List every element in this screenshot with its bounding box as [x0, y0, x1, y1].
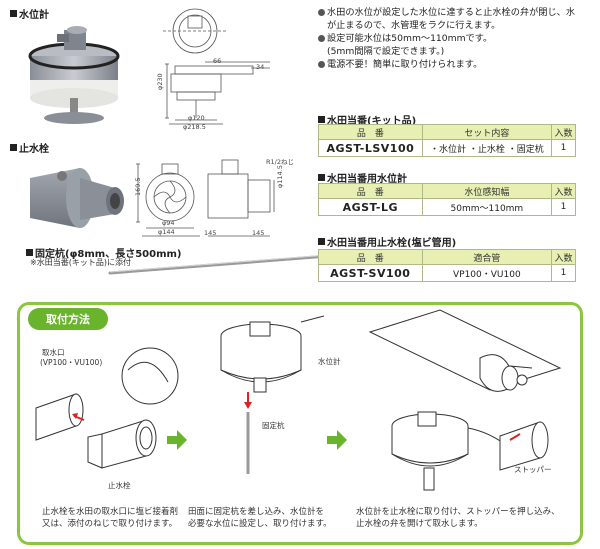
step3-caption: 水位計を止水栓に取り付け、ストッパーを押し込み、 止水栓の弁を開けて取水します。 — [356, 507, 560, 529]
valve-label: 止水栓 — [108, 481, 131, 490]
table-title-kit: 水田当番(キット品) — [318, 112, 416, 127]
table-row: AGST-SV100 VP100・VU100 1 — [318, 264, 576, 282]
water-meter-drawing — [163, 8, 270, 125]
col-header: 品 番 — [318, 249, 423, 265]
bullet-dot-icon — [318, 9, 325, 16]
stopper-label: ストッパー — [514, 465, 552, 474]
next-arrow-icon — [327, 430, 347, 450]
stake-label: 固定杭 — [262, 421, 285, 430]
dim-120: φ120 — [188, 114, 205, 122]
install-title: 取付方法 — [28, 308, 108, 330]
stop-valve-drawing — [136, 159, 275, 237]
table-title-meter: 水田当番用水位計 — [318, 170, 407, 185]
table-row: AGST-LSV100 ・水位計 ・止水栓 ・固定杭 1 — [318, 139, 576, 157]
bullet-dot-icon — [318, 35, 325, 42]
col-header: 入数 — [551, 124, 576, 140]
square-bullet-icon — [10, 144, 17, 151]
meter-table: 品 番 水位感知幅 入数 AGST-LG 50mm～110mm 1 — [318, 183, 576, 216]
col-header: 品 番 — [318, 183, 423, 199]
square-bullet-icon — [318, 238, 325, 245]
dim-66: 66 — [213, 57, 222, 65]
square-bullet-icon — [318, 174, 325, 181]
outlet-sub-label: (VP100・VU100) — [40, 358, 103, 367]
section-stake: 固定杭(φ8mm、長さ500mm) — [26, 245, 181, 260]
square-bullet-icon — [318, 116, 325, 123]
bullet-item: 水田の水位が設定した水位に達すると止水栓の弁が閉じ、水 — [318, 6, 593, 19]
stop-valve-photo — [30, 168, 124, 228]
bullet-dot-icon — [318, 61, 325, 68]
meter-label: 水位計 — [318, 357, 341, 366]
col-header: 水位感知幅 — [421, 183, 553, 199]
kit-table: 品 番 セット内容 入数 AGST-LSV100 ・水位計 ・止水栓 ・固定杭 … — [318, 124, 576, 157]
section-stop-valve: 止水栓 — [10, 140, 49, 155]
feature-bullets: 水田の水位が設定した水位に達すると止水栓の弁が閉じ、水 が止まるので、水管理をラ… — [318, 6, 593, 71]
step2-illustration — [220, 315, 325, 474]
square-bullet-icon — [10, 10, 17, 17]
outlet-label: 取水口 — [42, 348, 65, 357]
bullet-item: 電源不要！簡単に取り付けられます。 — [318, 58, 593, 71]
dim-169: 169.5 — [134, 177, 142, 196]
col-header: セット内容 — [421, 124, 553, 140]
dim-230: φ230 — [156, 73, 164, 90]
table-row: AGST-LG 50mm～110mm 1 — [318, 198, 576, 216]
dim-144: φ144 — [158, 228, 175, 236]
bullet-item: 設定可能水位は50mm～110mmです。 — [318, 32, 593, 45]
col-header: 品 番 — [318, 124, 423, 140]
col-header: 入数 — [551, 249, 576, 265]
install-panel — [17, 302, 583, 545]
dim-114: φ114.5 — [276, 165, 284, 188]
dim-145a: 145 — [204, 229, 217, 237]
dim-screw: R1/2ねじ — [266, 158, 294, 166]
square-bullet-icon — [26, 249, 33, 256]
stake-note: ※水田当番(キット品)に添付 — [30, 258, 131, 267]
valve-table: 品 番 適合管 入数 AGST-SV100 VP100・VU100 1 — [318, 249, 576, 282]
table-title-valve: 水田当番用止水栓(塩ビ管用) — [318, 234, 456, 249]
section-water-meter: 水位計 — [10, 6, 49, 21]
step2-caption: 田面に固定杭を差し込み、水位計を 必要な水位に設定し、取り付けます。 — [188, 507, 332, 529]
dim-218: φ218.5 — [183, 123, 206, 131]
water-meter-photo — [28, 26, 120, 124]
dim-94: φ94 — [162, 219, 175, 227]
dim-145b: 145 — [252, 229, 265, 237]
next-arrow-icon — [167, 430, 187, 450]
step1-illustration — [35, 347, 179, 469]
step1-caption: 止水栓を水田の取水口に塩ビ接着剤 又は、添付のねじで取り付けます。 — [42, 507, 179, 529]
col-header: 入数 — [551, 183, 576, 199]
col-header: 適合管 — [421, 249, 553, 265]
dim-34: 34 — [256, 63, 265, 71]
step3-illustration — [368, 309, 562, 491]
